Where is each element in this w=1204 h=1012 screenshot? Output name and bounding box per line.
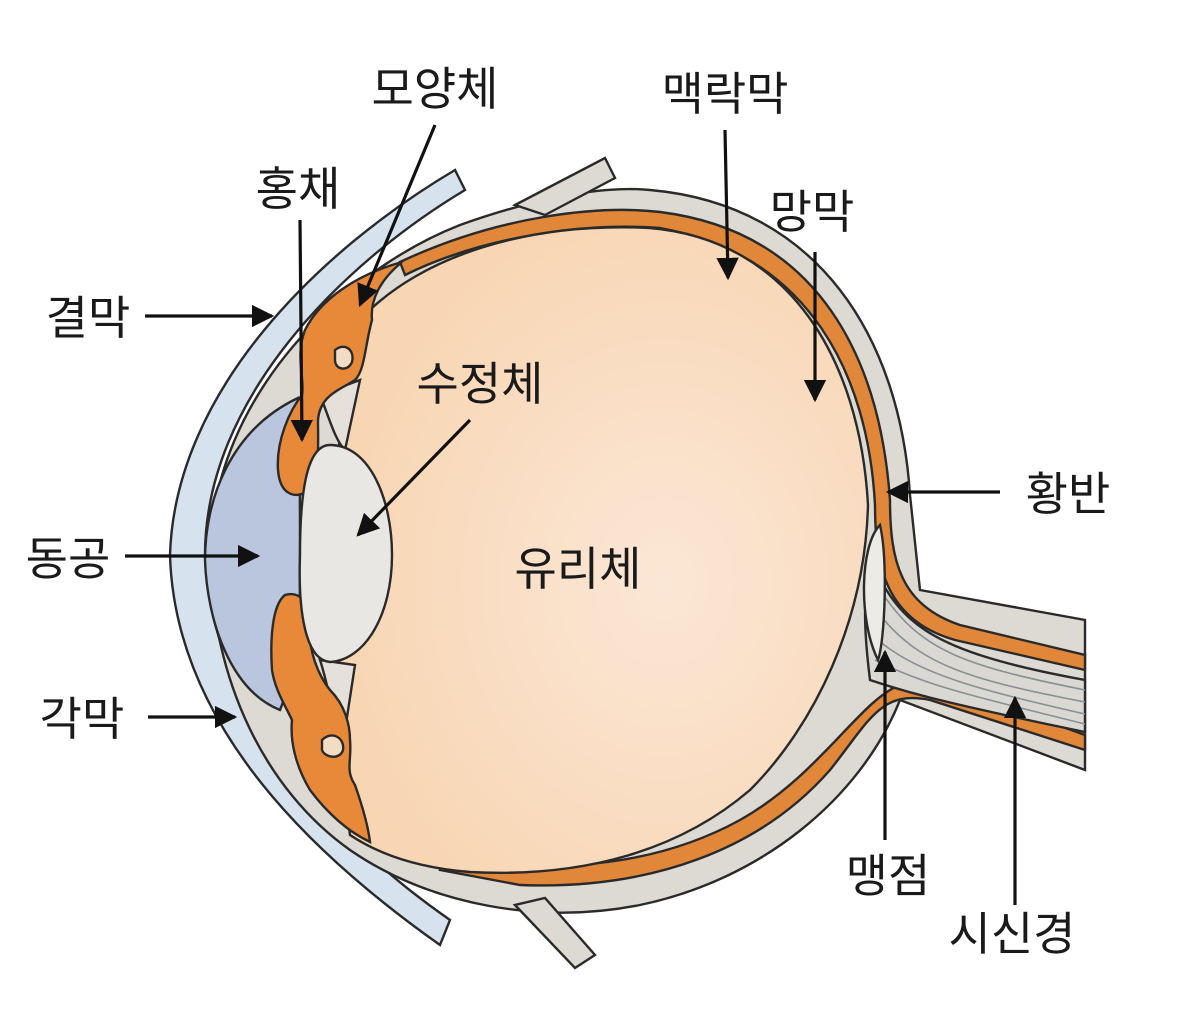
label-blind-spot: 맹점: [846, 849, 931, 903]
label-macula: 황반: [1026, 467, 1111, 521]
label-optic-nerve: 시신경: [949, 907, 1076, 961]
label-retina: 망막: [770, 185, 855, 239]
label-choroid: 맥락막: [662, 67, 789, 121]
label-lens: 수정체: [417, 357, 544, 411]
label-iris: 홍채: [256, 162, 341, 216]
label-cornea: 각막: [40, 692, 125, 746]
label-conjunctiva: 결막: [46, 291, 131, 345]
ciliary-body-lower-cavity: [322, 735, 343, 756]
label-vitreous: 유리체: [515, 542, 642, 596]
arrow-iris: [300, 220, 302, 440]
label-ciliary-body: 모양체: [372, 62, 499, 116]
label-pupil: 동공: [26, 532, 111, 586]
ciliary-body-upper-cavity: [335, 347, 353, 369]
